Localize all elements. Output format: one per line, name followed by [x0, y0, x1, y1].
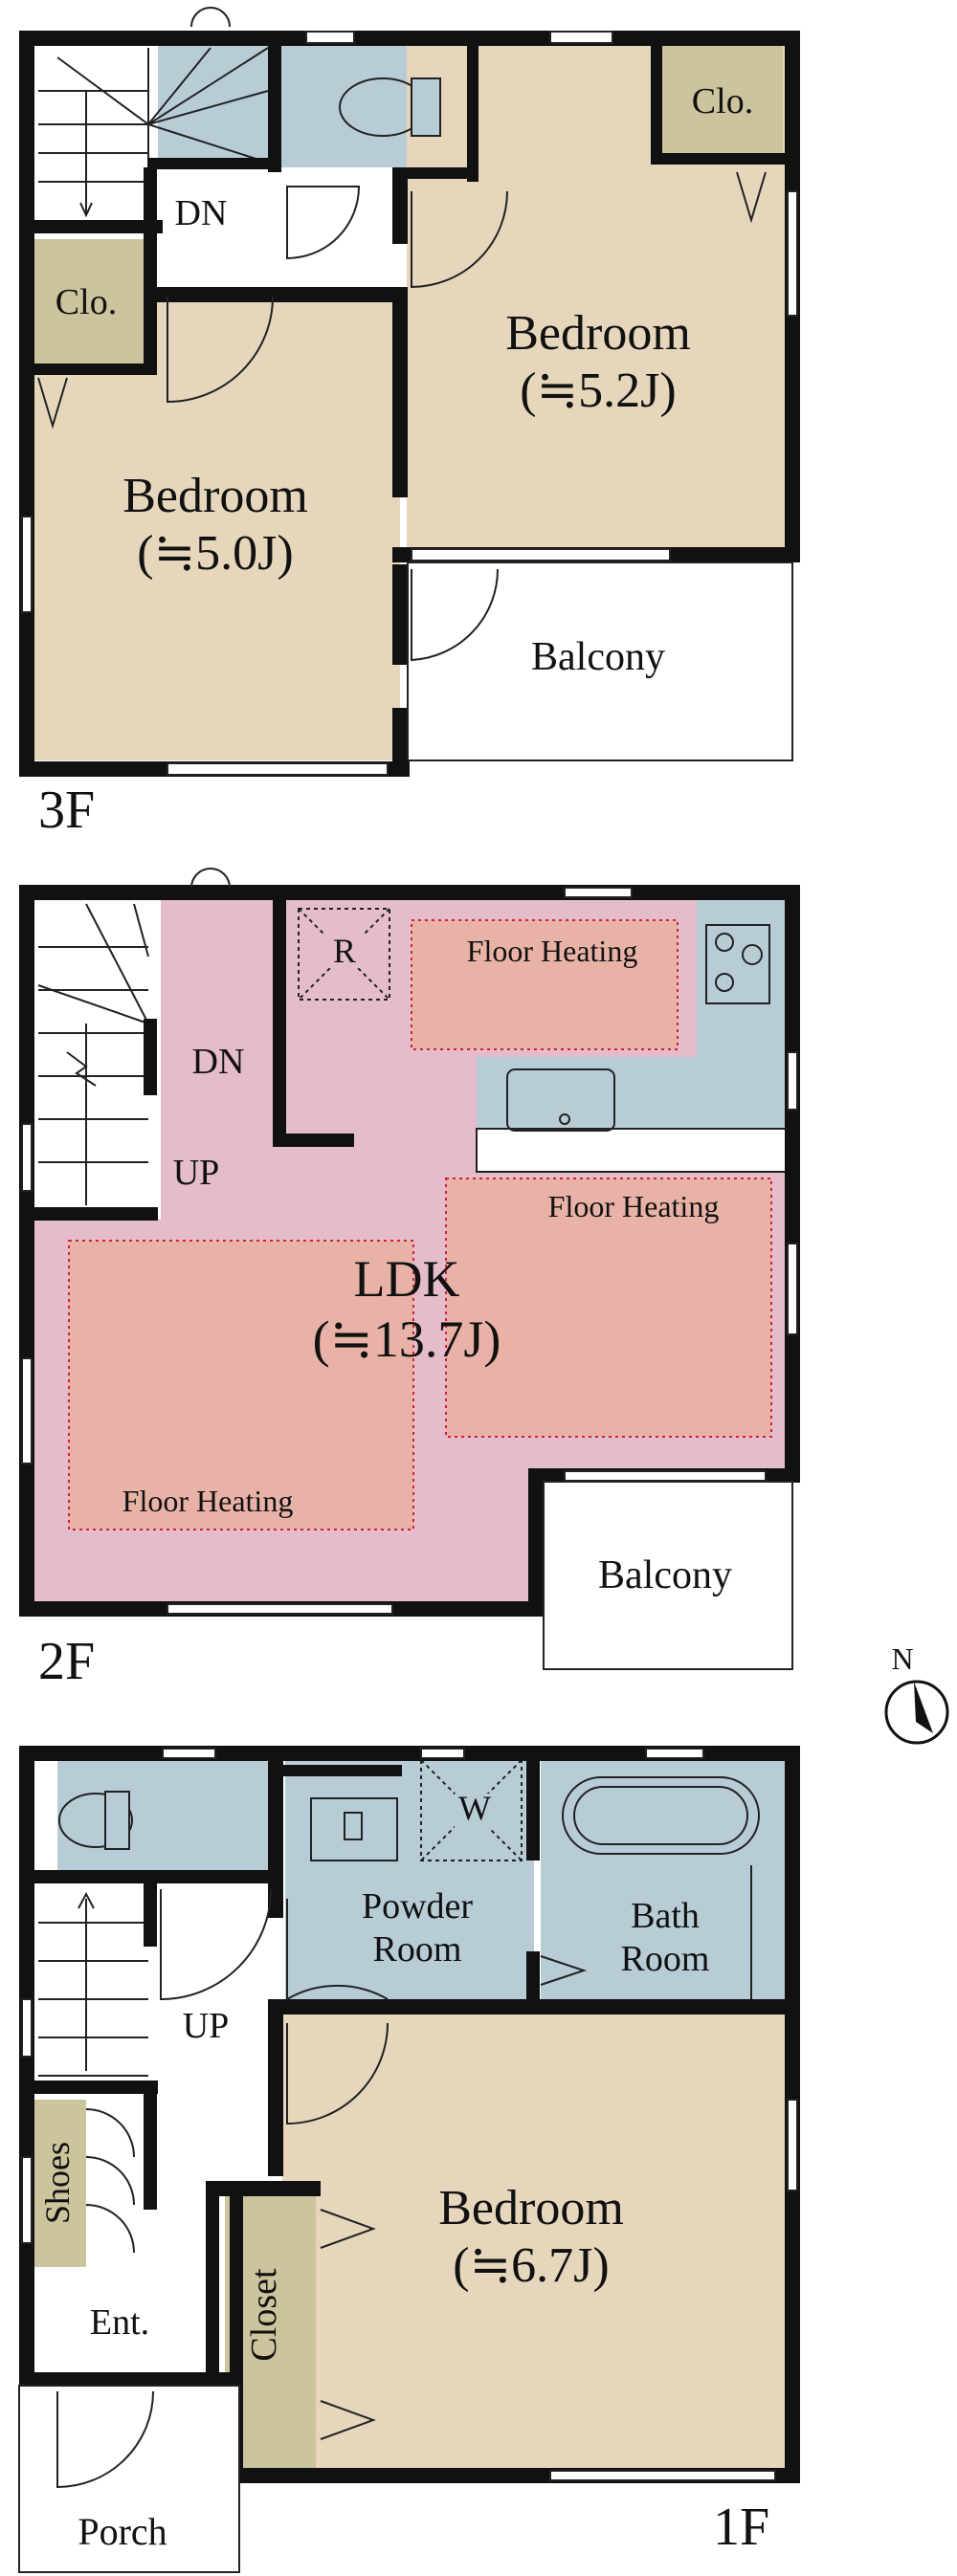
north-arrow-icon — [914, 1682, 933, 1733]
floor-heating-2-label: Floor Heating — [548, 1189, 720, 1223]
floor-1f: UP W Powder Room Bath Room Bedroom (≒6.7… — [18, 1746, 800, 2573]
kitchen-sink-area — [477, 1057, 792, 1129]
toilet-fixture-1f — [58, 1791, 133, 1850]
stairs-1f-label: UP — [183, 2006, 230, 2046]
compass: N — [884, 1641, 949, 1745]
washer-label: W — [458, 1789, 491, 1827]
stairs-3f-label: DN — [175, 193, 228, 233]
toilet-1f — [57, 1755, 273, 1875]
stairs-2f — [37, 903, 149, 1205]
shoes-cabinet — [33, 2100, 86, 2267]
floor-2f-label: 2F — [38, 1632, 95, 1691]
balcony-3f-label: Balcony — [531, 635, 665, 679]
porch-label: Porch — [78, 2510, 167, 2553]
powder-room — [285, 1760, 534, 2004]
porch — [18, 2385, 240, 2573]
powder-room-label-2: Room — [373, 1929, 462, 1970]
stairs-2f-up-label: UP — [173, 1153, 220, 1193]
stairs-2f-dn-label: DN — [192, 1042, 245, 1082]
floor-heating-2 — [445, 1178, 772, 1438]
balcony-3f — [407, 561, 793, 761]
bedroom-3f-right-name: Bedroom — [505, 306, 691, 361]
balcony-2f — [543, 1481, 793, 1670]
toilet-fixture-3f — [339, 77, 441, 137]
floor-3f-label: 3F — [38, 781, 95, 840]
floor-heating-1 — [411, 919, 679, 1050]
floor-heating-3 — [68, 1240, 414, 1530]
stairwell-2f — [27, 894, 161, 1220]
closet-3f-right-label: Clo. — [692, 81, 753, 121]
sink-icon — [506, 1068, 615, 1132]
bath-room-label-2: Room — [621, 1939, 710, 1979]
kitchen-counter — [476, 1128, 793, 1173]
fridge-label: R — [333, 932, 356, 970]
bedroom-1f — [282, 2014, 792, 2477]
floor-3f: DN Bedroom (≒5.2J) Bedroom (≒5.0J) Clo. … — [19, 7, 800, 840]
bedroom-3f-left-size: (≒5.0J) — [137, 526, 293, 581]
wash-basin-icon — [310, 1797, 398, 1861]
bedroom-3f-right-size: (≒5.2J) — [520, 363, 676, 418]
stairs-1f — [38, 1891, 148, 2077]
bedroom-1f-name: Bedroom — [438, 2181, 624, 2235]
closet-1f-label: Closet — [244, 2268, 284, 2362]
powder-room-label-1: Powder — [362, 1886, 473, 1926]
floor-heating-1-label: Floor Heating — [467, 934, 638, 968]
compass-label: N — [891, 1641, 913, 1676]
entrance-label: Ent. — [90, 2302, 149, 2343]
balcony-2f-label: Balcony — [598, 1553, 732, 1597]
closet-3f-left — [27, 239, 146, 368]
bath-room-label-1: Bath — [631, 1896, 700, 1936]
shoes-label: Shoes — [38, 2142, 77, 2224]
floor-1f-label: 1F — [713, 2498, 769, 2557]
ldk-name: LDK — [354, 1250, 460, 1308]
kitchen-stove-area — [697, 894, 792, 1057]
closet-3f-left-label: Clo. — [56, 282, 117, 322]
floor-2f: R DN UP Floor Heating Floor Heating Floo… — [19, 868, 800, 1691]
closet-3f-right — [660, 38, 783, 158]
stove-icon — [705, 924, 770, 1004]
ldk-size: (≒13.7J) — [313, 1310, 501, 1368]
bedroom-1f-size: (≒6.7J) — [453, 2238, 609, 2293]
bedroom-3f-left-name: Bedroom — [122, 469, 308, 523]
floor-heating-3-label: Floor Heating — [122, 1484, 294, 1518]
bathtub-icon — [562, 1776, 760, 1855]
